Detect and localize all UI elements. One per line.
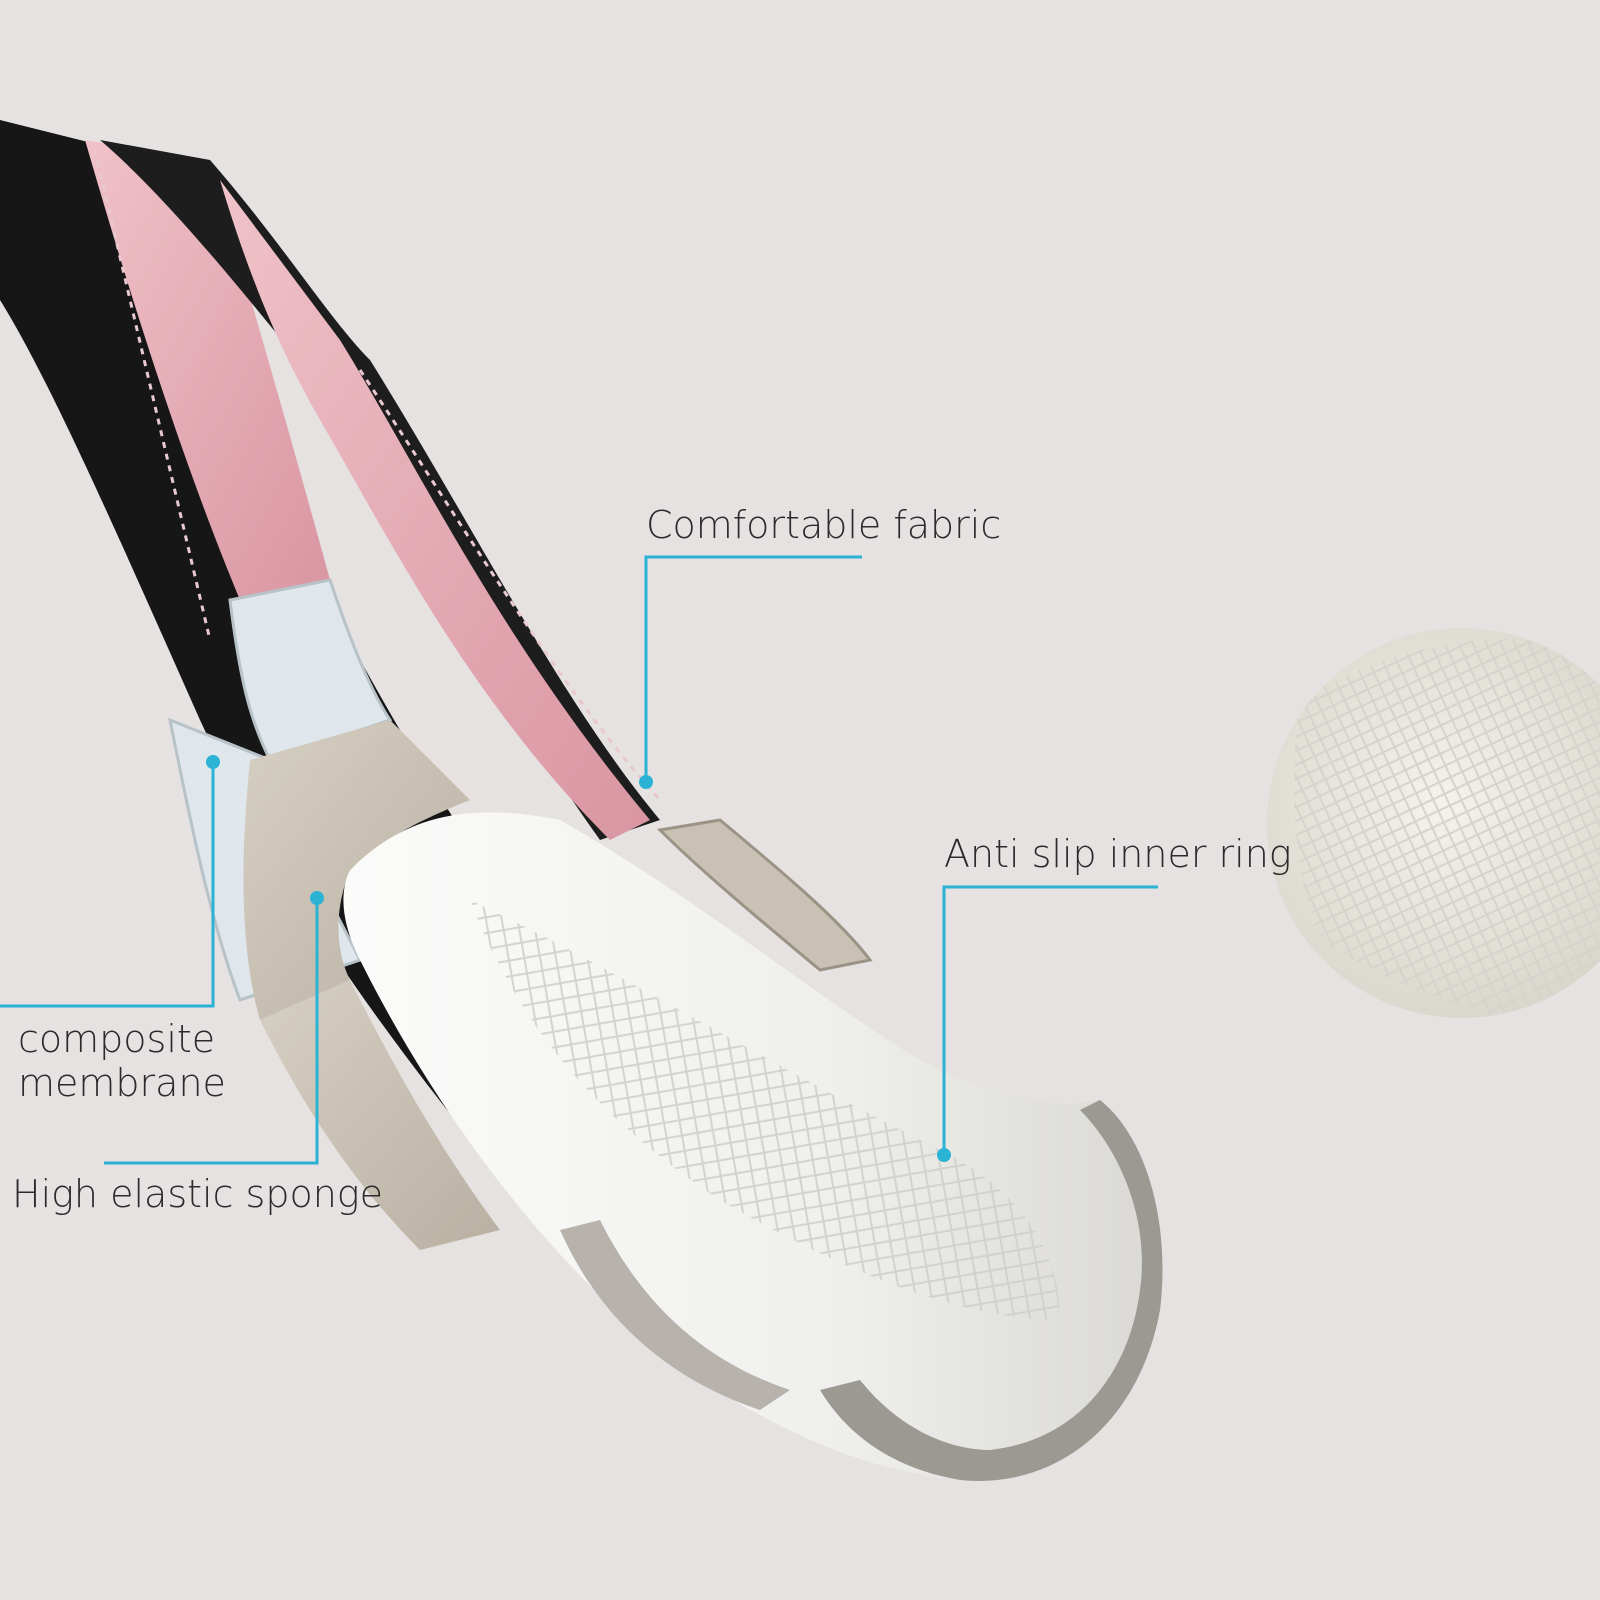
sponge-layer: [243, 720, 470, 1020]
callout-dot: [310, 891, 324, 905]
anti-slip-zoom-detail: [1267, 628, 1600, 1018]
anti-slip-texture: [470, 900, 1060, 1320]
callout-composite-membrane: [0, 762, 215, 1008]
callout-anti-slip-inner-ring: [942, 885, 1158, 1155]
inner-ring-edge: [820, 1100, 1163, 1481]
label-comfortable-fabric: Comfortable fabric: [646, 503, 1002, 547]
label-composite-membrane: composite membrane: [18, 1017, 226, 1105]
callout-dot: [206, 755, 220, 769]
leather-pink-strip: [85, 140, 330, 600]
label-high-elastic-sponge: High elastic sponge: [12, 1172, 383, 1216]
leather-pink-right: [220, 180, 650, 840]
stitching: [358, 369, 662, 802]
label-anti-slip-inner-ring: Anti slip inner ring: [944, 832, 1292, 876]
callout-dot: [639, 775, 653, 789]
sponge-layer: [260, 980, 500, 1250]
callout-high-elastic-sponge: [104, 898, 319, 1165]
stitching: [93, 149, 212, 641]
inner-ring-edge: [560, 1220, 790, 1410]
callout-comfortable-fabric: [644, 555, 862, 782]
sponge-layer: [656, 818, 873, 972]
callout-dot: [937, 1148, 951, 1162]
